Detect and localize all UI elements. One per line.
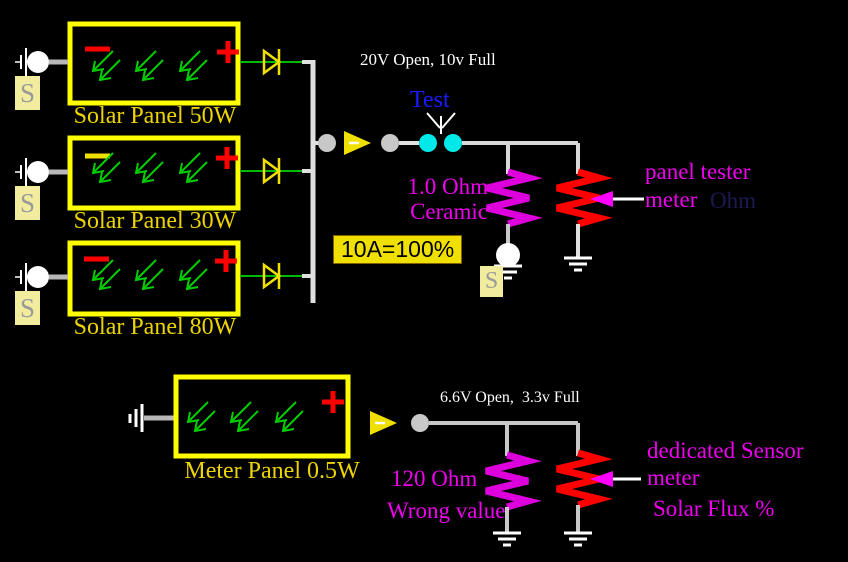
sensor-shunt-ground[interactable] — [491, 507, 523, 547]
sensor-meter-label-line2: meter — [647, 465, 700, 490]
lamp-icon — [14, 262, 50, 292]
solar-cell-icon — [135, 152, 164, 183]
meter-panel-ground[interactable] — [128, 404, 144, 432]
blocking-diode-3[interactable] — [238, 261, 304, 291]
meter-panel-05w[interactable] — [173, 374, 351, 459]
tester-meter-resistor[interactable] — [557, 172, 599, 224]
sensor-tag-2[interactable]: S — [15, 186, 40, 220]
solar-cell-icon — [92, 50, 121, 81]
meter-arrow-icon — [590, 191, 613, 207]
solar-cell-icon — [179, 259, 208, 290]
solar-panel-30w[interactable] — [67, 135, 241, 211]
plus-terminal-icon — [217, 41, 239, 63]
plus-terminal-icon — [322, 391, 344, 413]
meter-arrow-icon — [590, 471, 613, 487]
tester-meter-label-line2: meter — [645, 187, 698, 212]
sensor-shunt-note-label: Wrong value — [387, 498, 506, 523]
plus-terminal-icon — [215, 250, 237, 272]
ground-icon — [562, 256, 594, 272]
test-point-2[interactable] — [444, 134, 462, 152]
wire-top-run — [462, 141, 580, 174]
light-source-3[interactable] — [14, 262, 68, 292]
shunt-ground-lamp[interactable] — [492, 224, 524, 280]
solar-panel-80w-label: Solar Panel 80W — [73, 314, 237, 340]
test-label: Test — [410, 87, 450, 113]
sensor-meter-label-line1: dedicated Sensor — [647, 438, 804, 463]
solar-cell-icon — [135, 259, 164, 290]
shunt-value-label: 1.0 Ohm — [407, 174, 489, 199]
solar-cell-icon — [179, 50, 208, 81]
tester-meter-probe[interactable] — [590, 191, 644, 207]
solar-cell-icon — [92, 259, 121, 290]
tester-ground[interactable] — [562, 224, 594, 272]
blocking-diode-2[interactable] — [238, 156, 304, 186]
solar-panel-50w[interactable] — [67, 21, 241, 106]
solar-cell-icon — [135, 50, 164, 81]
light-source-2[interactable] — [14, 157, 68, 187]
dc-bus — [302, 60, 327, 303]
sensor-shunt-value-label: 120 Ohm — [391, 466, 478, 491]
solar-cell-icon — [179, 152, 208, 183]
current-flow-arrow[interactable] — [368, 409, 399, 437]
bottom-voltage-note: 6.6V Open, 3.3v Full — [440, 389, 580, 406]
shunt-type-label: Ceramic — [410, 199, 488, 224]
solar-cell-icon — [187, 401, 216, 432]
sensor-meter-probe[interactable] — [590, 471, 641, 487]
tester-meter-label-line1: panel tester — [645, 159, 751, 184]
ground-icon — [491, 531, 523, 547]
plus-terminal-icon — [216, 147, 238, 169]
meter-panel-label: Meter Panel 0.5W — [184, 458, 360, 484]
ground-icon — [562, 531, 594, 547]
lamp-icon — [14, 47, 50, 77]
sensor-tag-3[interactable]: S — [15, 291, 40, 325]
top-voltage-note: 20V Open, 10v Full — [360, 50, 496, 69]
sensor-tag-4[interactable]: S — [480, 266, 503, 297]
solar-cell-icon — [275, 401, 304, 432]
solar-panel-50w-label: Solar Panel 50W — [73, 103, 237, 129]
light-source-1[interactable] — [14, 47, 68, 77]
scale-note-badge: 10A=100% — [333, 235, 463, 264]
lamp-icon — [14, 157, 50, 187]
solar-panel-80w[interactable] — [67, 240, 241, 317]
sensor-meter-label-line3: Solar Flux % — [653, 496, 775, 521]
shunt-resistor-1ohm[interactable] — [487, 172, 529, 224]
current-flow-arrow[interactable] — [342, 129, 373, 157]
ghost-text: Ohm — [710, 188, 756, 213]
junction-node[interactable] — [411, 414, 429, 432]
sensor-meter-ground[interactable] — [562, 505, 594, 547]
blocking-diode-1[interactable] — [238, 47, 304, 77]
solar-panel-30w-label: Solar Panel 30W — [73, 208, 237, 234]
indicator-lamp-icon — [496, 243, 520, 267]
junction-node[interactable] — [381, 134, 399, 152]
test-point-1[interactable] — [419, 134, 437, 152]
solar-cell-icon — [230, 401, 259, 432]
wire-bottom-run — [429, 421, 580, 456]
sensor-tag-1[interactable]: S — [15, 76, 40, 110]
junction-node[interactable] — [318, 134, 336, 152]
test-arrow-icon — [426, 112, 456, 134]
